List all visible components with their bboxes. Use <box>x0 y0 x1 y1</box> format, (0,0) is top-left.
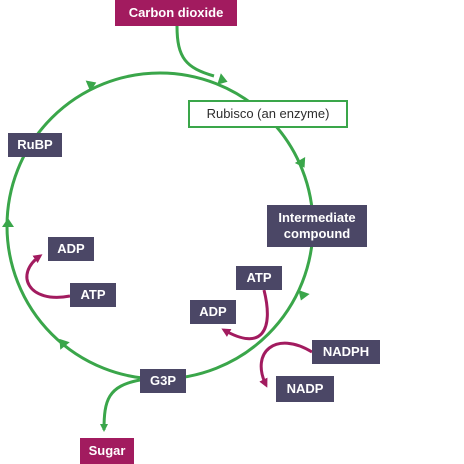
g3p-box: G3P <box>140 369 186 393</box>
intermediate-compound-box: Intermediate compound <box>267 205 367 247</box>
cycle-arrowhead <box>294 157 306 168</box>
cycle-arrowhead <box>298 289 310 301</box>
adp-left-box: ADP <box>48 237 94 261</box>
atp-left-box: ATP <box>70 283 116 307</box>
nadph-box: NADPH <box>312 340 380 364</box>
cycle-arrowhead <box>85 80 97 92</box>
rubisco-box: Rubisco (an enzyme) <box>188 100 348 128</box>
co2-input-arrow <box>175 25 215 78</box>
carbon-dioxide-box: Carbon dioxide <box>115 0 237 26</box>
cycle-arrowheads <box>2 73 310 350</box>
nadph-nadp-arrow <box>259 341 313 388</box>
adp-right-box: ADP <box>190 300 236 324</box>
rubp-box: RuBP <box>8 133 62 157</box>
nadp-box: NADP <box>276 376 334 402</box>
atp-adp-left-arrow <box>25 254 71 299</box>
atp-right-box: ATP <box>236 266 282 290</box>
cycle-arrowhead <box>217 73 228 85</box>
sugar-output-arrow <box>100 378 141 432</box>
atp-adp-right-arrow <box>221 289 269 341</box>
cycle-arrowhead <box>59 338 70 350</box>
cycle-arrowhead <box>2 218 14 227</box>
sugar-box: Sugar <box>80 438 134 464</box>
